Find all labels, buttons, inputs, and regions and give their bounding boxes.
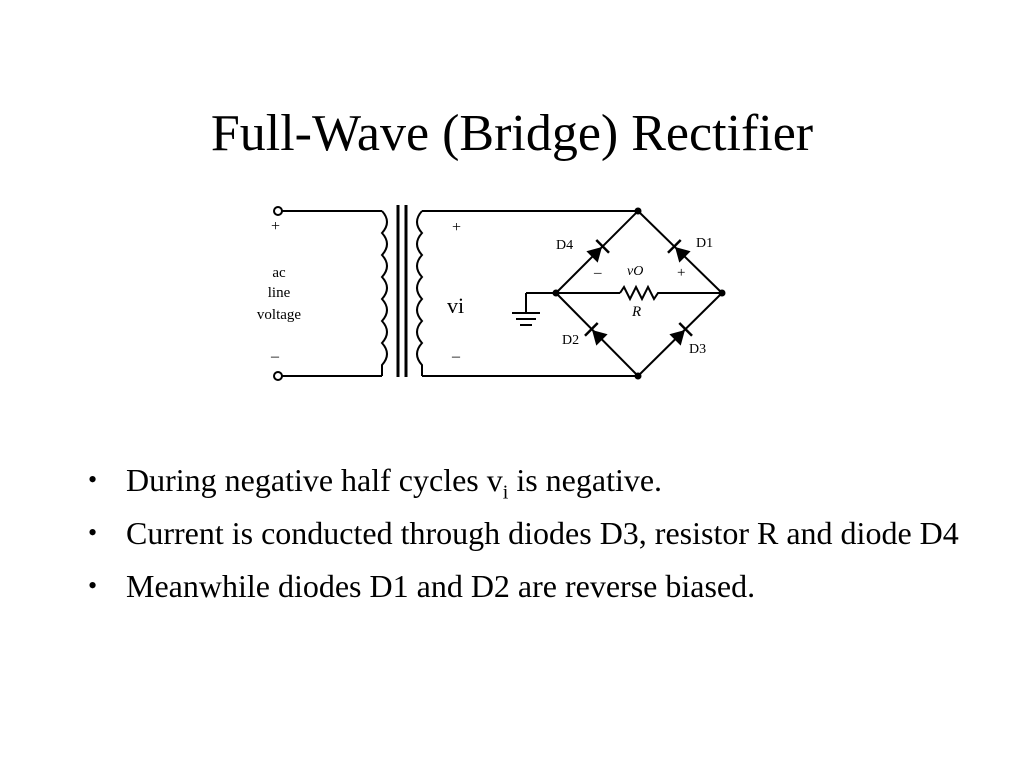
bullet-dot: • [88,518,98,547]
bridge-rectifier-circuit: + – ac line voltage + – vi D4 D1 D2 D3 –… [257,205,726,381]
vo-label: vO [627,264,643,279]
vi-label: vi [447,293,464,318]
primary-side [273,206,388,381]
diode-d4 [586,239,610,263]
d1-label: D1 [696,236,713,251]
bullet-text: Meanwhile diodes D1 and D2 are reverse b… [126,568,756,604]
source-label-line2: line [268,285,291,301]
bullet-dot: • [88,571,98,600]
d2-label: D2 [562,333,579,348]
bullet-text-tail: is negative. [508,462,663,498]
secondary-side [416,210,638,377]
diode-d3 [669,322,693,346]
diode-d1 [667,239,691,263]
secondary-plus-label: + [452,219,461,236]
slide-title: Full-Wave (Bridge) Rectifier [210,105,814,162]
resistor-symbol [619,284,722,302]
d3-label: D3 [689,342,706,357]
secondary-minus-label: – [451,348,461,365]
bullet-text: During negative half cycles v [126,462,503,498]
bullet-list: • During negative half cycles vi is nega… [88,458,968,617]
source-label-line1: ac [272,265,286,281]
vo-minus-label: – [593,265,602,281]
bullet-item: • Current is conducted through diodes D3… [88,511,968,555]
bullet-text: Current is conducted through diodes D3, … [126,515,959,551]
vo-plus-label: + [677,265,685,281]
d4-label: D4 [556,238,573,253]
junction-dots [552,207,726,380]
bullet-dot: • [88,465,98,494]
resistor-label: R [631,304,641,320]
primary-minus-label: – [270,348,280,365]
transformer-core [396,205,408,377]
primary-winding [380,210,388,376]
bottom-primary-terminal [273,371,283,381]
secondary-winding [416,210,424,376]
ground-symbol [512,312,540,326]
source-label-line3: voltage [257,307,301,323]
top-primary-terminal [273,206,283,216]
primary-plus-label: + [271,218,280,235]
bullet-item: • During negative half cycles vi is nega… [88,458,968,502]
bullet-item: • Meanwhile diodes D1 and D2 are reverse… [88,564,968,608]
bullet-subscript: i [502,481,509,504]
diode-d2 [584,322,608,346]
